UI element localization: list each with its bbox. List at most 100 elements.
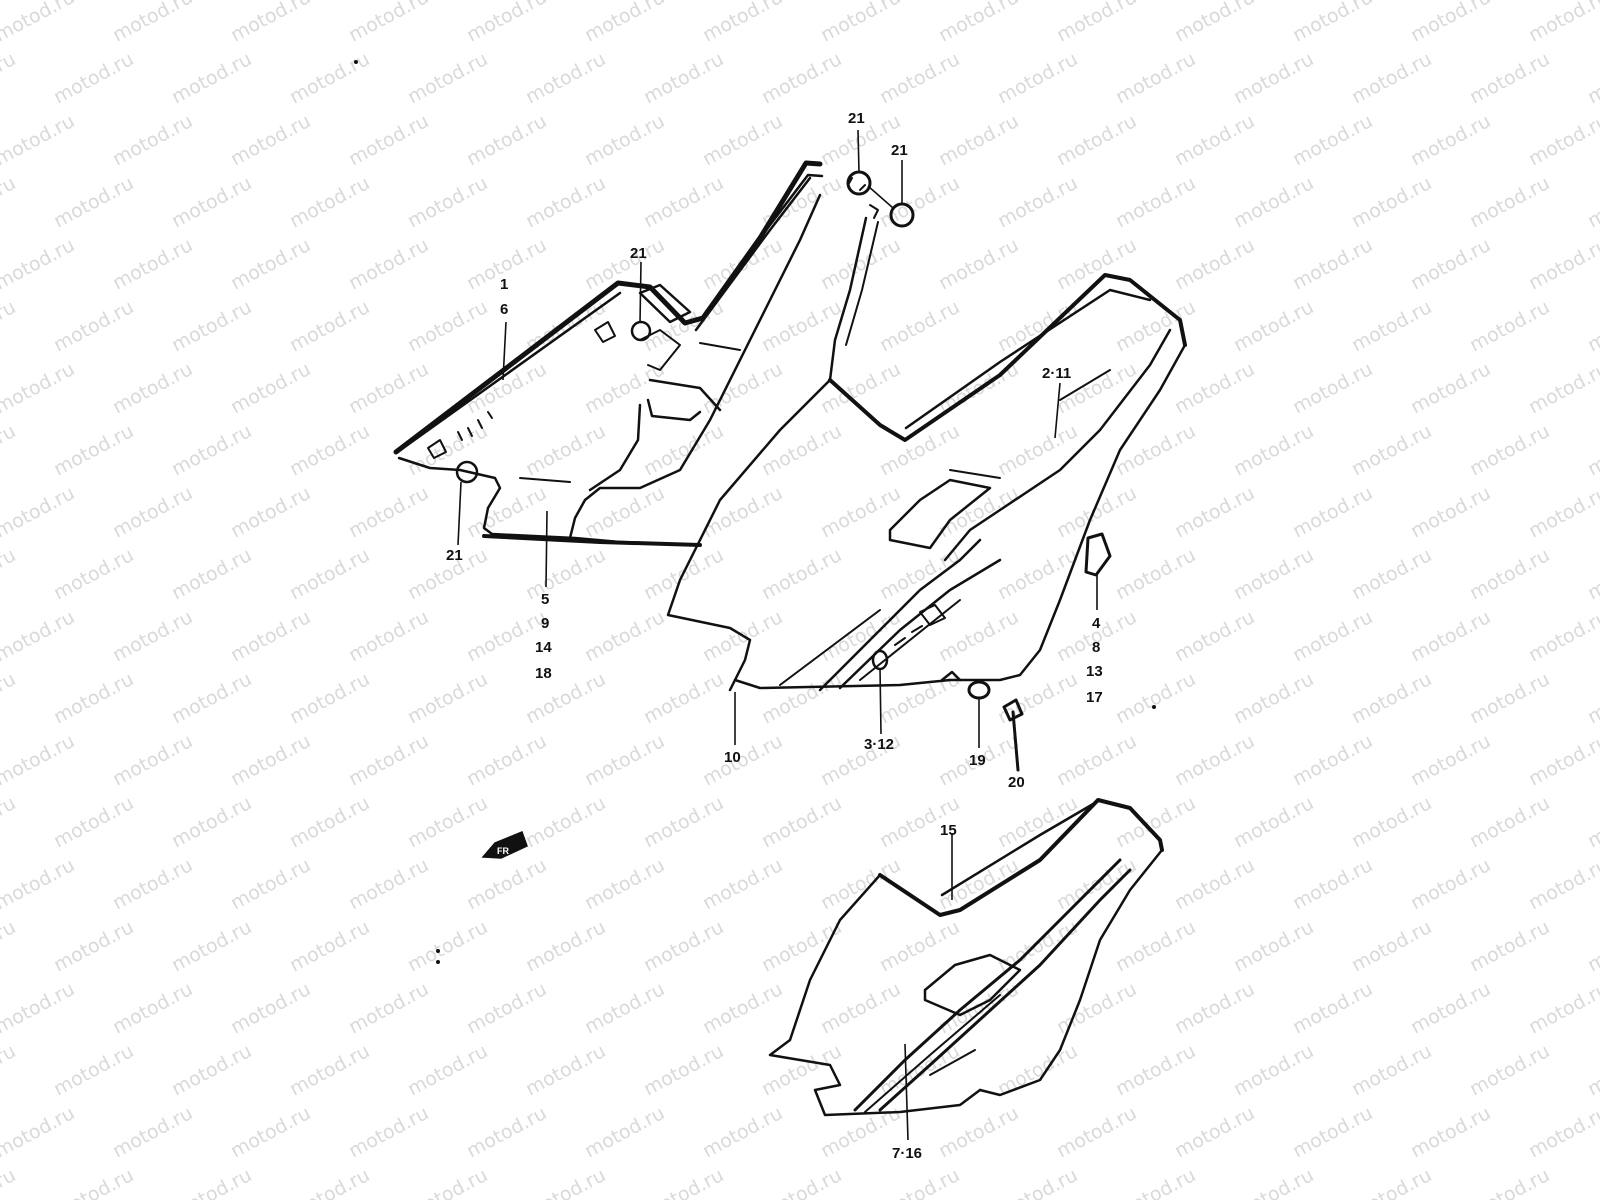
watermark-text: motod.ru bbox=[935, 234, 1022, 294]
watermark-text: motod.ru bbox=[994, 296, 1081, 356]
label-8: 8 bbox=[1092, 639, 1100, 656]
watermark-text: motod.ru bbox=[50, 48, 137, 108]
watermark-text: motod.ru bbox=[286, 916, 373, 976]
watermark-text: motod.ru bbox=[1584, 1040, 1600, 1100]
watermark-text: motod.ru bbox=[168, 792, 255, 852]
watermark-text: motod.ru bbox=[1466, 420, 1553, 480]
watermark-text: motod.ru bbox=[1525, 358, 1600, 418]
watermark-text: motod.ru bbox=[1466, 668, 1553, 728]
watermark-text: motod.ru bbox=[1171, 0, 1258, 46]
watermark-text: motod.ru bbox=[168, 1040, 255, 1100]
watermark-text: motod.ru bbox=[1171, 1102, 1258, 1162]
label-15: 15 bbox=[940, 822, 957, 839]
watermark-text: motod.ru bbox=[640, 172, 727, 232]
watermark-text: motod.ru bbox=[50, 1040, 137, 1100]
watermark-text: motod.ru bbox=[994, 792, 1081, 852]
watermark-text: motod.ru bbox=[1230, 668, 1317, 728]
watermark-text: motod.ru bbox=[935, 854, 1022, 914]
watermark-text: motod.ru bbox=[522, 48, 609, 108]
watermark-text: motod.ru bbox=[0, 854, 78, 914]
watermark-text: motod.ru bbox=[1230, 916, 1317, 976]
watermark-text: motod.ru bbox=[50, 296, 137, 356]
watermark-text: motod.ru bbox=[581, 978, 668, 1038]
watermark-text: motod.ru bbox=[758, 296, 845, 356]
watermark-text: motod.ru bbox=[1348, 1164, 1435, 1200]
watermark-text: motod.ru bbox=[1348, 668, 1435, 728]
watermark-text: motod.ru bbox=[994, 172, 1081, 232]
watermark-text: motod.ru bbox=[286, 172, 373, 232]
watermark-text: motod.ru bbox=[699, 730, 786, 790]
watermark-text: motod.ru bbox=[1230, 296, 1317, 356]
watermark-text: motod.ru bbox=[1407, 854, 1494, 914]
watermark-text: motod.ru bbox=[758, 916, 845, 976]
watermark-text: motod.ru bbox=[699, 1102, 786, 1162]
watermark-text: motod.ru bbox=[1466, 1164, 1553, 1200]
watermark-text: motod.ru bbox=[345, 110, 432, 170]
watermark-text: motod.ru bbox=[1171, 730, 1258, 790]
watermark-text: motod.ru bbox=[109, 110, 196, 170]
label-2-11: 2·11 bbox=[1042, 365, 1071, 382]
watermark-text: motod.ru bbox=[1289, 482, 1376, 542]
watermark-text: motod.ru bbox=[1112, 420, 1199, 480]
watermark-text: motod.ru bbox=[0, 234, 78, 294]
watermark-text: motod.ru bbox=[286, 544, 373, 604]
watermark-text: motod.ru bbox=[522, 420, 609, 480]
watermark-text: motod.ru bbox=[1230, 172, 1317, 232]
watermark-text: motod.ru bbox=[168, 172, 255, 232]
watermark-text: motod.ru bbox=[463, 1102, 550, 1162]
watermark-text: motod.ru bbox=[1348, 792, 1435, 852]
watermark-text: motod.ru bbox=[404, 916, 491, 976]
watermark-text: motod.ru bbox=[1466, 916, 1553, 976]
watermark-text: motod.ru bbox=[50, 792, 137, 852]
scan-specks bbox=[354, 60, 1156, 964]
watermark-text: motod.ru bbox=[1112, 668, 1199, 728]
label-21-a: 21 bbox=[630, 245, 647, 262]
watermark-text: motod.ru bbox=[1230, 48, 1317, 108]
watermark-text: motod.ru bbox=[50, 668, 137, 728]
watermark-text: motod.ru bbox=[227, 110, 314, 170]
watermark-text: motod.ru bbox=[0, 1164, 19, 1200]
watermark-text: motod.ru bbox=[640, 668, 727, 728]
watermark-text: motod.ru bbox=[345, 1102, 432, 1162]
watermark-text: motod.ru bbox=[463, 0, 550, 46]
watermark-text: motod.ru bbox=[109, 730, 196, 790]
watermark-text: motod.ru bbox=[1348, 48, 1435, 108]
watermark-text: motod.ru bbox=[817, 606, 904, 666]
watermark-text: motod.ru bbox=[109, 358, 196, 418]
watermark-text: motod.ru bbox=[0, 1102, 78, 1162]
watermark-text: motod.ru bbox=[404, 668, 491, 728]
label-4: 4 bbox=[1092, 615, 1101, 632]
watermark-text: motod.ru bbox=[758, 1164, 845, 1200]
watermark-text: motod.ru bbox=[463, 978, 550, 1038]
watermark-text: motod.ru bbox=[50, 420, 137, 480]
watermark-text: motod.ru bbox=[286, 296, 373, 356]
watermark-text: motod.ru bbox=[1112, 1040, 1199, 1100]
label-14: 14 bbox=[535, 639, 552, 656]
watermark-text: motod.ru bbox=[1289, 854, 1376, 914]
watermark-text: motod.ru bbox=[994, 420, 1081, 480]
watermark-text: motod.ru bbox=[699, 0, 786, 46]
watermark-text: motod.ru bbox=[109, 854, 196, 914]
watermark-text: motod.ru bbox=[286, 792, 373, 852]
watermark-text: motod.ru bbox=[168, 420, 255, 480]
watermark-text: motod.ru bbox=[286, 668, 373, 728]
watermark-text: motod.ru bbox=[463, 730, 550, 790]
watermark-text: motod.ru bbox=[1053, 110, 1140, 170]
watermark-text: motod.ru bbox=[0, 48, 19, 108]
watermark-text: motod.ru bbox=[1584, 668, 1600, 728]
watermark-text: motod.ru bbox=[1348, 172, 1435, 232]
watermark-text: motod.ru bbox=[876, 668, 963, 728]
watermark-text: motod.ru bbox=[404, 48, 491, 108]
watermark-text: motod.ru bbox=[522, 544, 609, 604]
watermark-text: motod.ru bbox=[758, 792, 845, 852]
watermark-text: motod.ru bbox=[1466, 172, 1553, 232]
watermark-text: motod.ru bbox=[345, 606, 432, 666]
watermark-text: motod.ru bbox=[581, 854, 668, 914]
leader-lines bbox=[457, 129, 1098, 1141]
watermark-text: motod.ru bbox=[0, 110, 78, 170]
watermark-text: motod.ru bbox=[227, 854, 314, 914]
watermark-text: motod.ru bbox=[1348, 916, 1435, 976]
watermark-text: motod.ru bbox=[1407, 234, 1494, 294]
watermark-text: motod.ru bbox=[345, 978, 432, 1038]
